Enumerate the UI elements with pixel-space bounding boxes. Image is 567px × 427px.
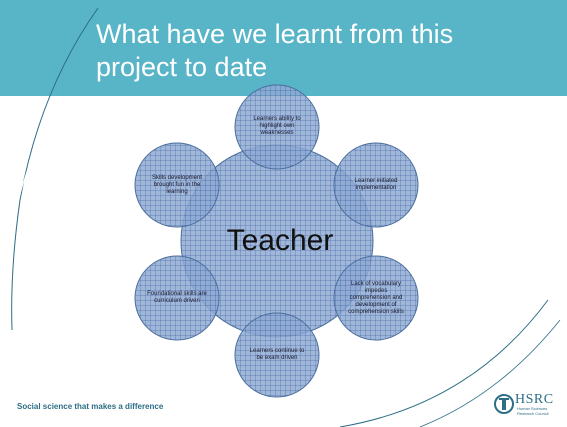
- node-label-bottom: Learners continue to be exam driven: [249, 348, 305, 361]
- node-circle-bottom: [234, 312, 320, 398]
- node-label-upper-left: Skills development brought fun in the le…: [151, 174, 203, 195]
- decorative-swoosh-left-inner: [7, 95, 61, 251]
- node-circle-lower-left: [134, 255, 220, 341]
- hsrc-logo-emblem-icon: [494, 394, 514, 414]
- node-label-lower-left: Foundational skills are curriculum drive…: [147, 291, 207, 304]
- node-circle-top: [234, 84, 320, 170]
- node-circle-upper-left: [134, 142, 220, 228]
- node-label-lower-right: Lack of vocabulary impedes comprehension…: [348, 280, 404, 315]
- footer-tagline: Social science that makes a difference: [17, 402, 164, 411]
- logo-name: HSRC: [515, 392, 554, 407]
- slide-title: What have we learnt from this project to…: [96, 19, 454, 82]
- center-circle: [180, 144, 374, 338]
- logo-subtitle: Human Sciences Research Council: [517, 406, 549, 416]
- center-label: Teacher: [226, 224, 334, 257]
- decorative-swoosh-left: [11, 7, 99, 331]
- decorative-swoosh-bottom: [339, 299, 549, 427]
- header-band: [0, 0, 567, 96]
- hsrc-logo: HSRC Human Sciences Research Council: [495, 391, 559, 419]
- node-circle-upper-right: [333, 142, 419, 228]
- node-circle-lower-right: [333, 255, 419, 341]
- node-label-upper-right: Learner initiated implementation: [354, 178, 398, 191]
- node-label-top: Learners ability to highlight own weakne…: [253, 115, 301, 136]
- decorative-swoosh-bottom-inner: [419, 319, 561, 427]
